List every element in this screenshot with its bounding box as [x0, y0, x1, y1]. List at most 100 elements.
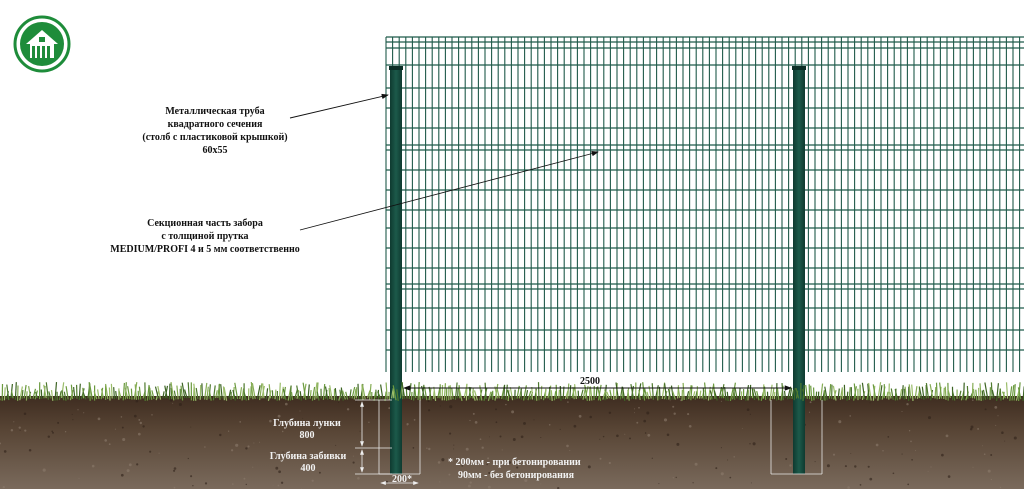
soil-speck	[629, 437, 631, 440]
grass-blade	[537, 382, 540, 401]
soil-texture	[0, 398, 1017, 489]
soil-speck	[302, 417, 304, 419]
soil-speck	[252, 466, 254, 468]
soil-speck	[269, 419, 272, 423]
grass-blade	[846, 391, 849, 401]
grass-blade	[251, 382, 256, 399]
soil-speck	[901, 410, 903, 413]
grass-blade	[867, 383, 870, 401]
grass-blade	[218, 384, 221, 400]
grass-blade	[148, 386, 153, 401]
soil-speck	[994, 406, 998, 409]
soil-speck	[684, 399, 686, 401]
soil-speck	[428, 409, 431, 412]
grass-blade	[215, 390, 218, 399]
grass-blade	[535, 388, 538, 401]
grass-blade	[353, 388, 357, 400]
soil-speck	[245, 483, 247, 486]
soil-speck	[474, 421, 478, 424]
grass-blade	[262, 383, 265, 399]
grass-blade	[281, 386, 284, 399]
soil-speck	[190, 475, 193, 478]
grass-blade	[709, 390, 714, 400]
section-label-line-2: с толщиной прутка	[161, 231, 249, 242]
grass-blade	[239, 387, 243, 400]
pipe-leader-line	[289, 93, 389, 119]
soil-speck	[672, 477, 674, 479]
soil-speck	[808, 411, 811, 413]
soil-speck	[1013, 436, 1017, 440]
soil-speck	[239, 421, 242, 423]
grass-blade	[168, 383, 171, 400]
soil-speck	[882, 449, 884, 452]
grass-blade	[410, 391, 413, 400]
soil-speck	[346, 408, 350, 411]
grass-blade	[606, 391, 610, 399]
soil-speck	[120, 416, 123, 418]
soil-speck	[752, 442, 756, 446]
grass-blade	[380, 384, 384, 399]
soil-speck	[406, 422, 409, 426]
soil-speck	[651, 457, 653, 459]
footnote: * 200мм - при бетонировании 90мм - без б…	[448, 456, 581, 482]
soil-speck	[493, 400, 495, 402]
soil-speck	[190, 426, 192, 428]
grass-blade	[1009, 386, 1013, 401]
soil-speck	[139, 421, 143, 425]
soil-speck	[941, 453, 944, 457]
soil-speck	[466, 476, 469, 479]
grass-blade	[124, 387, 129, 399]
grass-blade	[118, 390, 122, 399]
grass-blade	[685, 391, 690, 401]
grass-blade	[704, 382, 707, 400]
grass-blade	[256, 385, 261, 400]
grass-blade	[853, 383, 857, 399]
grass-blade	[490, 391, 493, 399]
soil-speck	[142, 425, 145, 428]
soil-speck	[277, 414, 281, 418]
soil-speck	[972, 399, 974, 401]
section-label-line-1: Секционная часть забора	[147, 218, 263, 229]
soil-speck	[501, 449, 503, 451]
grass-blade	[176, 385, 179, 400]
grass-blade	[966, 385, 969, 399]
soil-speck	[284, 402, 288, 406]
soil-speck	[663, 418, 668, 422]
grass-blade	[801, 388, 806, 399]
soil-speck	[867, 465, 870, 468]
grass-blade	[658, 386, 661, 400]
hole-depth-title: Глубина лунки	[273, 418, 341, 429]
soil-speck	[439, 405, 441, 407]
soil-speck	[97, 417, 101, 421]
footnote-line-2: 90мм - без бетонирования	[458, 470, 575, 481]
grass-blade	[340, 387, 344, 401]
soil-speck	[126, 469, 130, 473]
grass-blade	[783, 390, 786, 399]
soil-speck	[83, 412, 85, 414]
grass-blade	[823, 390, 826, 401]
soil-speck	[259, 441, 261, 443]
pipe-label-line-3: (столб с пластиковой крышкой)	[142, 132, 288, 143]
grass-blade	[373, 391, 377, 401]
grass-blade	[206, 386, 209, 401]
soil-speck	[104, 439, 108, 442]
grass-blade	[307, 384, 310, 400]
grass-blade	[170, 382, 175, 401]
hole-depth-dimension	[355, 399, 392, 475]
soil-speck	[540, 483, 542, 485]
grass-blade	[810, 385, 813, 401]
grass-blade	[294, 389, 298, 399]
grass-blade	[921, 386, 925, 400]
grass-blade	[65, 386, 69, 400]
soil-speck	[826, 464, 830, 468]
soil-speck	[495, 408, 497, 411]
grass-blade	[894, 388, 899, 401]
grass-blade	[302, 382, 307, 400]
grass-blade	[911, 384, 914, 401]
soil-speck	[608, 461, 611, 465]
soil-speck	[448, 473, 451, 476]
soil-speck	[524, 478, 528, 483]
house-fence-logo-icon	[13, 15, 71, 73]
grass-blade	[309, 390, 312, 399]
soil-speck	[413, 419, 416, 421]
